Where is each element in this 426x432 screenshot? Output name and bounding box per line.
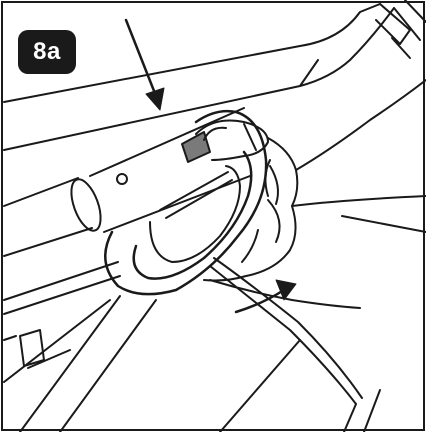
step-label: 8a bbox=[33, 38, 61, 65]
release-button bbox=[181, 131, 211, 163]
hand bbox=[195, 79, 426, 309]
base-lines bbox=[19, 215, 426, 432]
curved-arrow-icon bbox=[234, 279, 297, 314]
release-handle bbox=[104, 109, 268, 296]
step-badge: 8a bbox=[18, 30, 76, 74]
release-cable bbox=[209, 257, 363, 405]
frame-tube bbox=[3, 107, 251, 383]
arrow-down-icon bbox=[124, 18, 165, 111]
seat-shell bbox=[3, 0, 426, 151]
